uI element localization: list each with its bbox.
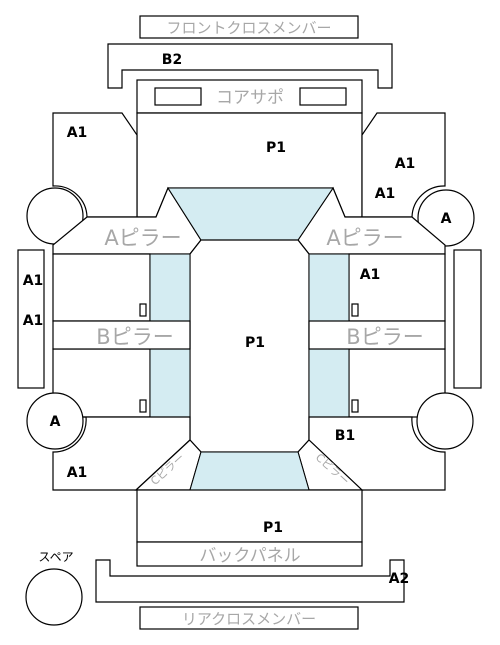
core-support-label: コアサポ [216,88,284,108]
a1-rear-left-label: A1 [67,465,88,481]
a-front-right-label: A [441,211,452,227]
right-side-sill[interactable] [453,249,482,389]
a1-side-left-label-1: A1 [23,273,44,289]
a-pillar-left-label: Aピラー [104,226,181,250]
front-cross-member-label: フロントクロスメンバー [166,19,331,37]
a2-label: A2 [389,571,410,587]
spare-label: スペア [38,550,73,564]
right-front-door[interactable] [348,253,446,322]
a1-side-right-label: A1 [360,267,381,283]
a1-front-right-label-1: A1 [395,156,416,172]
b-pillar-left[interactable] [52,320,191,350]
right-rear-window[interactable] [308,348,350,418]
right-front-door-handle[interactable] [351,303,359,317]
front-cross-member-box[interactable] [139,15,359,39]
left-front-window[interactable] [149,253,191,322]
back-panel-label: バックパネル [199,546,300,566]
spare-tire[interactable] [25,568,83,626]
rear-bumper-a2[interactable] [95,559,405,603]
front-bumper-b2[interactable] [107,43,393,89]
rear-right-wheel[interactable] [416,392,474,450]
p1-rear-label: P1 [263,520,283,536]
a1-side-left-label-2: A1 [23,313,44,329]
p1-roof-label: P1 [245,335,265,351]
right-rear-door-handle[interactable] [351,399,359,413]
rear-cross-member-box[interactable] [139,606,359,630]
left-front-door[interactable] [52,253,151,322]
left-front-door-handle[interactable] [139,303,147,317]
a1-front-right-label-2: A1 [375,186,396,202]
back-panel[interactable] [136,541,363,567]
b1-label: B1 [335,428,355,444]
b-pillar-right-label: Bピラー [346,325,423,349]
right-front-window[interactable] [308,253,350,322]
a-pillar-right-label: Aピラー [326,226,403,250]
a-rear-left-label: A [50,414,61,430]
headlight-left[interactable] [154,87,202,106]
left-rear-window[interactable] [149,348,191,418]
trunk-lid[interactable] [136,489,363,543]
b-pillar-left-label: Bピラー [96,325,173,349]
rear-left-quarter[interactable] [52,416,191,491]
rear-cross-member-label: リアクロスメンバー [182,610,316,628]
front-right-wheel[interactable] [417,189,475,247]
b2-label: B2 [162,52,182,68]
left-side-sill[interactable] [17,249,45,389]
p1-front-label: P1 [266,140,286,156]
headlight-right[interactable] [299,87,347,106]
left-rear-door-handle[interactable] [139,399,147,413]
a1-front-left-label: A1 [67,125,88,141]
rear-left-wheel[interactable] [26,392,84,450]
rear-window[interactable] [189,451,310,491]
b-pillar-right[interactable] [308,320,446,350]
